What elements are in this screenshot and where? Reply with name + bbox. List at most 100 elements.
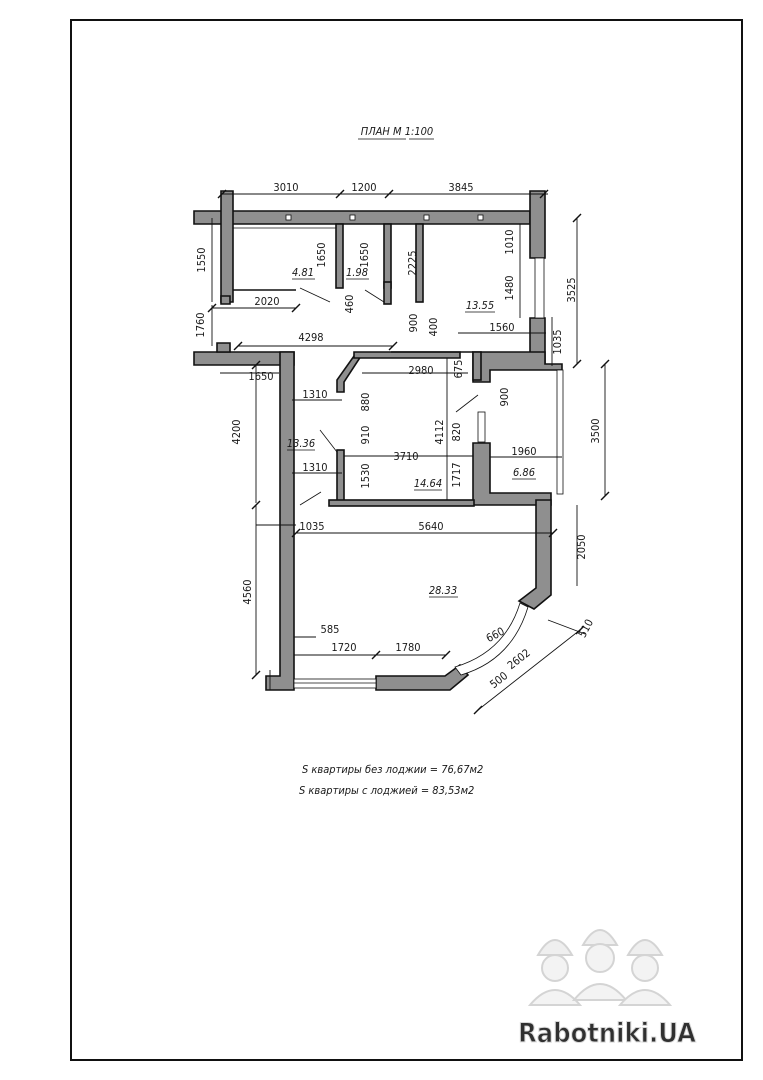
dim-1010: 1010 bbox=[503, 229, 516, 254]
wall-storage-bottom bbox=[220, 295, 231, 305]
dim-900-b: 900 bbox=[498, 388, 511, 407]
watermark-logo: Rabotniki.UA bbox=[518, 929, 697, 1050]
door-swing-storage bbox=[299, 287, 331, 303]
tick-4560-a bbox=[251, 500, 261, 510]
duct-3 bbox=[423, 214, 430, 221]
dim-top-2: 1200 bbox=[351, 181, 376, 194]
tick-2602-b bbox=[575, 625, 585, 635]
dim-line-2602 bbox=[477, 629, 581, 711]
dim-910: 910 bbox=[359, 426, 372, 445]
tick-3525-b bbox=[572, 359, 582, 369]
wall-wc-bottom bbox=[383, 281, 392, 305]
note-area-without-loggia: S квартиры без лоджии = 76,67м2 bbox=[302, 763, 483, 776]
tick-5640-a bbox=[291, 528, 301, 538]
dim-1960: 1960 bbox=[511, 445, 536, 458]
area-kitchen: 13.55 bbox=[466, 299, 494, 312]
duct-2 bbox=[349, 214, 356, 221]
plan-title: ПЛАН М 1:100 bbox=[361, 125, 433, 138]
tick-1720 bbox=[371, 650, 381, 660]
dim-400: 400 bbox=[427, 318, 440, 337]
tick-2020-b bbox=[291, 303, 301, 313]
wall-living-bottom-left bbox=[375, 663, 470, 691]
door-swing-hall bbox=[319, 429, 338, 453]
tick-4560-b bbox=[251, 670, 261, 680]
dim-1760: 1760 bbox=[194, 312, 207, 337]
tick-3500-a bbox=[600, 359, 610, 369]
wall-wc-right bbox=[383, 223, 392, 289]
area-loggia: 6.86 bbox=[513, 466, 535, 479]
dim-510: 510 bbox=[576, 617, 596, 640]
worker-figure-2 bbox=[571, 929, 629, 1001]
tick-top-3 bbox=[384, 189, 394, 199]
dim-1650-b: 1650 bbox=[358, 242, 371, 267]
dim-585: 585 bbox=[321, 623, 340, 636]
loggia-door bbox=[477, 411, 486, 443]
area-bedroom: 14.64 bbox=[414, 477, 442, 490]
tick-4298-b bbox=[388, 341, 398, 351]
wall-living-right bbox=[517, 499, 552, 610]
dim-2225: 2225 bbox=[406, 250, 419, 275]
door-swing-bedroom bbox=[299, 491, 322, 506]
wall-bedroom-left-lower bbox=[336, 449, 345, 506]
wall-kitchen-stub bbox=[415, 223, 424, 303]
dim-1480: 1480 bbox=[503, 275, 516, 300]
dim-1717: 1717 bbox=[450, 462, 463, 487]
note-area-with-loggia: S квартиры с лоджией = 83,53м2 bbox=[299, 784, 474, 797]
worker-figure-1 bbox=[527, 939, 583, 1006]
wall-left-exterior bbox=[265, 351, 295, 691]
watermark-text: Rabotniki.UA bbox=[518, 1018, 696, 1049]
wall-bedroom-bottom bbox=[328, 499, 475, 507]
dim-5640: 5640 bbox=[418, 520, 443, 533]
area-hall: 13.36 bbox=[287, 437, 315, 450]
tick-3500-b bbox=[600, 491, 610, 501]
dim-1310-a: 1310 bbox=[302, 388, 327, 401]
wall-bedroom-top bbox=[353, 351, 461, 359]
dim-1650-c: 1650 bbox=[248, 370, 273, 383]
dim-2020: 2020 bbox=[254, 295, 279, 308]
dim-1035-h: 1035 bbox=[299, 520, 324, 533]
sheet-border bbox=[70, 19, 743, 1061]
duct-4 bbox=[477, 214, 484, 221]
tick-2020-a bbox=[207, 303, 217, 313]
walls bbox=[193, 190, 564, 691]
tick-2602-a bbox=[473, 705, 483, 715]
tick-4200-a bbox=[251, 360, 261, 370]
dim-3710: 3710 bbox=[393, 450, 418, 463]
tick-4298-a bbox=[233, 341, 243, 351]
bay-window bbox=[454, 602, 529, 676]
area-wc: 1.98 bbox=[346, 266, 368, 279]
dim-900-a: 900 bbox=[407, 314, 420, 333]
wall-corner-block bbox=[216, 342, 231, 353]
dim-4112: 4112 bbox=[433, 419, 446, 444]
dim-1530: 1530 bbox=[359, 463, 372, 488]
dim-675: 675 bbox=[452, 360, 465, 379]
dim-top-3: 3845 bbox=[448, 181, 473, 194]
dim-1650-a: 1650 bbox=[315, 242, 328, 267]
dim-1035-v: 1035 bbox=[551, 329, 564, 354]
worker-figure-3 bbox=[617, 939, 673, 1006]
wall-bedroom-left-upper bbox=[336, 355, 363, 393]
dim-2050: 2050 bbox=[575, 534, 588, 559]
dim-4200: 4200 bbox=[230, 419, 243, 444]
duct-1 bbox=[285, 214, 292, 221]
dim-3500: 3500 bbox=[589, 418, 602, 443]
tick-5640-b bbox=[548, 528, 558, 538]
window-loggia bbox=[556, 369, 564, 495]
dim-1720: 1720 bbox=[331, 641, 356, 654]
wall-hall-top bbox=[193, 351, 295, 366]
tick-3525-a bbox=[572, 213, 582, 223]
dim-460: 460 bbox=[343, 295, 356, 314]
tick-top-4 bbox=[539, 189, 549, 199]
wall-top-right bbox=[529, 190, 546, 259]
dimension-lines bbox=[207, 189, 610, 715]
dim-3525: 3525 bbox=[565, 277, 578, 302]
dim-4298: 4298 bbox=[298, 331, 323, 344]
window-kitchen bbox=[534, 257, 545, 319]
dim-1550: 1550 bbox=[195, 247, 208, 272]
area-storage: 4.81 bbox=[292, 266, 314, 279]
dim-2980: 2980 bbox=[408, 364, 433, 377]
wall-storage-left bbox=[220, 190, 234, 303]
wall-bedroom-right-upper bbox=[472, 351, 482, 381]
door-swing-loggia bbox=[455, 394, 479, 413]
